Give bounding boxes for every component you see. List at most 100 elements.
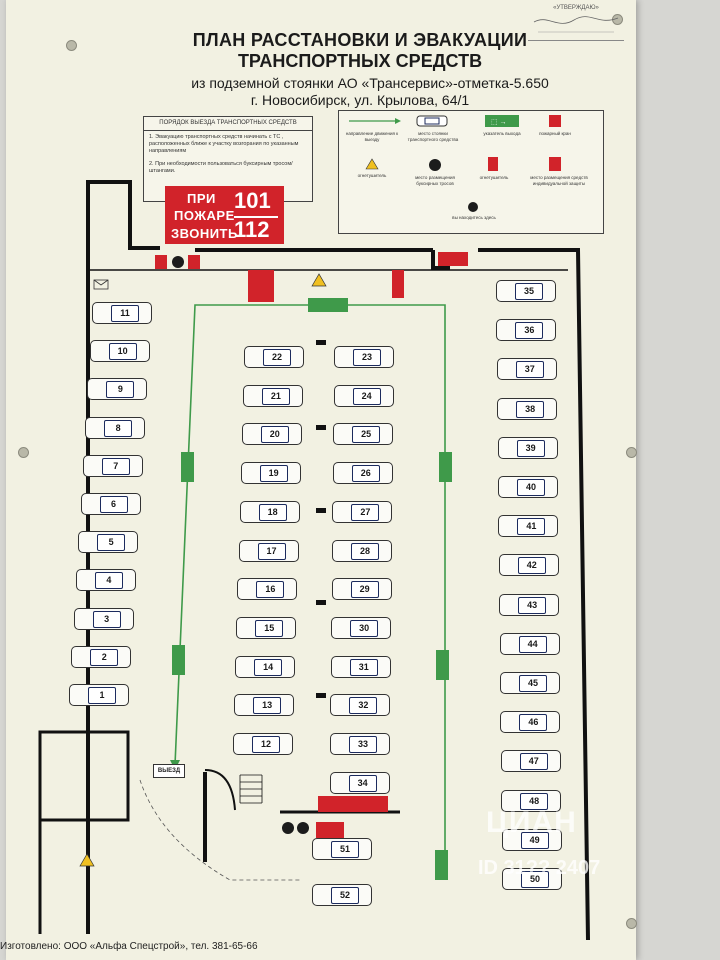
fire-emergency-sign: ПРИ ПОЖАРЕ ЗВОНИТЬ 101 112: [165, 186, 284, 244]
svg-text:⬚ →: ⬚ →: [491, 119, 507, 126]
parking-slot-number: 14: [254, 658, 283, 676]
parking-slot: 34: [329, 771, 390, 794]
exit-direction-signs: [172, 298, 452, 880]
parking-slot-number: 36: [515, 322, 544, 340]
parking-slot: 25: [333, 423, 394, 446]
parking-slot: 47: [500, 750, 561, 773]
fire-phone-112: 112: [234, 217, 270, 242]
parking-slot: 18: [239, 500, 300, 523]
parking-slot-number: 29: [350, 581, 379, 599]
legend-fire-valve: пожарный кран: [539, 131, 571, 136]
parking-slot-number: 46: [519, 714, 548, 732]
legend-exit-sign: указатель выхода: [483, 131, 521, 136]
parking-slot: 19: [240, 462, 301, 485]
parking-slot: 33: [330, 733, 390, 755]
parking-slot: 37: [496, 358, 557, 381]
mail-icon: [93, 279, 109, 290]
parking-slot-number: 18: [258, 503, 287, 521]
fire-phone-101: 101: [234, 188, 271, 213]
parking-slot: 17: [238, 539, 299, 562]
fire-sign-text-1: ПРИ: [187, 191, 216, 206]
parking-slot-number: 31: [349, 658, 378, 676]
parking-slot: 46: [500, 711, 561, 734]
signature: [533, 16, 619, 33]
parking-slot-number: 33: [349, 736, 377, 753]
fire-equipment: [155, 252, 468, 838]
parking-slot: 4: [75, 569, 136, 592]
approval-stamp: «УТВЕРЖДАЮ»: [528, 4, 624, 41]
parking-slot-number: 1: [88, 687, 116, 704]
parking-slot-number: 8: [104, 419, 133, 437]
legend-box: ⬚ → направление движения к выезду место …: [338, 110, 604, 234]
parking-slot: 40: [498, 476, 558, 498]
parking-slot: 1: [69, 684, 129, 706]
parking-slot: 35: [496, 280, 556, 302]
parking-slot: 11: [92, 302, 152, 324]
parking-slot: 5: [78, 531, 139, 554]
parking-slot: 38: [497, 397, 558, 420]
mount-screw: [626, 918, 637, 929]
parking-slot-number: 13: [253, 697, 282, 715]
parking-slot: 22: [244, 346, 304, 368]
mount-screw: [66, 40, 77, 51]
parking-slot: 32: [330, 694, 391, 717]
cian-watermark: ЦИАН: [486, 806, 577, 839]
plan-address: г. Новосибирск, ул. Крылова, 64/1: [250, 92, 470, 108]
parking-slot-number: 49: [520, 831, 549, 849]
parking-slot-number: 48: [520, 792, 549, 810]
parking-slot-number: 40: [517, 479, 545, 496]
parking-slot-number: 16: [256, 581, 285, 599]
parking-slot-number: 17: [257, 542, 286, 560]
fire-sign-divider: [234, 216, 278, 218]
caution-sign-2: [79, 853, 95, 867]
parking-slot-number: 45: [519, 675, 547, 692]
parking-slot-number: 27: [351, 503, 380, 521]
legend-extinguisher: огнетушитель: [479, 175, 509, 180]
parking-slot-number: 22: [263, 349, 291, 366]
parking-slot-number: 6: [99, 496, 128, 513]
plan-subtitle: из подземной стоянки АО «Трансервис»-отм…: [191, 75, 549, 91]
fire-sign-text-3: ЗВОНИТЬ: [171, 226, 238, 241]
parking-slot-number: 21: [261, 387, 290, 405]
parking-slot-number: 38: [516, 400, 545, 418]
parking-slot-number: 37: [515, 361, 544, 379]
parking-slot: 49: [501, 828, 562, 851]
parking-slot: 52: [312, 884, 372, 906]
legend-caution: огнетушитель: [357, 173, 387, 178]
legend-vehicle-place: место стоянки транспортного средства: [407, 131, 459, 142]
parking-slot: 30: [331, 616, 392, 639]
parking-slot: 6: [80, 493, 141, 515]
parking-slot-number: 19: [259, 465, 288, 483]
plan-title: ПЛАН РАССТАНОВКИ И ЭВАКУАЦИИ: [192, 30, 528, 50]
parking-slot-number: 51: [331, 841, 359, 858]
parking-slot-number: 7: [101, 457, 130, 475]
parking-slot: 7: [82, 454, 143, 477]
parking-slot-number: 30: [350, 619, 379, 637]
parking-slot: 2: [71, 645, 132, 668]
parking-slot-number: 15: [255, 619, 284, 637]
parking-slot-number: 12: [252, 736, 280, 753]
parking-slot-number: 50: [521, 871, 549, 888]
parking-slot-number: 34: [348, 774, 377, 792]
parking-slot: 23: [334, 346, 394, 368]
parking-slot: 15: [236, 616, 297, 639]
parking-slot: 8: [85, 416, 146, 439]
legend-ppe: место размещения средств индивидуальной …: [530, 175, 588, 186]
parking-slot: 45: [500, 672, 560, 694]
stamp-title: «УТВЕРЖДАЮ»: [553, 5, 599, 11]
manufacturer-footer: Изготовлено: ООО «Альфа Спецстрой», тел.…: [0, 941, 258, 952]
parking-slot: 31: [330, 655, 391, 678]
exit-label: ВЫЕЗД: [153, 764, 185, 778]
legend-symbols: ⬚ →: [349, 115, 561, 212]
parking-slot: 42: [498, 554, 559, 577]
parking-slot-number: 11: [111, 305, 139, 322]
fire-extinguisher-marks: [316, 340, 326, 698]
exit-order-item-1: 1. Эвакуацию транспортных средств начина…: [149, 134, 299, 154]
parking-slot-number: 41: [517, 518, 546, 536]
parking-slot-number: 5: [97, 534, 126, 552]
parking-slot-number: 28: [351, 542, 379, 560]
parking-slot: 24: [333, 384, 394, 407]
ramp-boundary: [139, 779, 300, 881]
parking-slot-number: 32: [349, 697, 378, 715]
stairs: [239, 774, 263, 804]
